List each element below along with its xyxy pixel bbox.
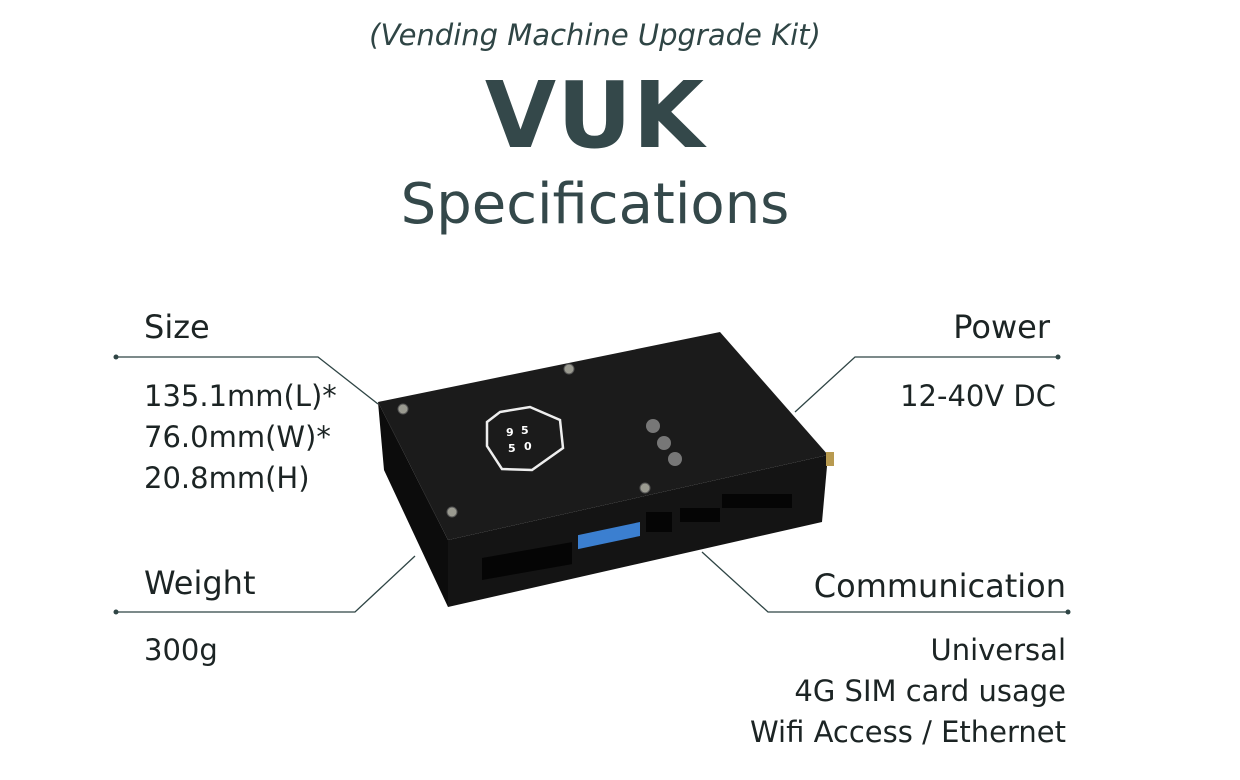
brand-title: VUK	[484, 62, 706, 169]
svg-text:9: 9	[506, 426, 514, 439]
power-label: Power	[953, 308, 1050, 346]
leader-lines	[116, 356, 1068, 613]
size-label: Size	[144, 308, 210, 346]
page-title: Specifications	[400, 172, 790, 237]
weight-label: Weight	[144, 564, 256, 602]
subtitle: (Vending Machine Upgrade Kit)	[369, 18, 821, 52]
power-value: 12-40V DC	[900, 379, 1056, 413]
weight-value: 300g	[144, 633, 218, 667]
size-values: 135.1mm(L)* 76.0mm(W)* 20.8mm(H)	[144, 376, 337, 499]
svg-text:0: 0	[524, 440, 532, 453]
svg-text:5: 5	[521, 424, 529, 437]
communication-label: Communication	[813, 567, 1066, 605]
communication-values: Universal 4G SIM card usage Wifi Access …	[750, 630, 1066, 753]
size-length: 135.1mm(L)*	[144, 379, 337, 413]
svg-text:5: 5	[508, 442, 516, 455]
logo-icon	[485, 405, 565, 472]
communication-universal: Universal	[930, 633, 1066, 667]
size-height: 20.8mm(H)	[144, 461, 310, 495]
size-width: 76.0mm(W)*	[144, 420, 331, 454]
communication-4g: 4G SIM card usage	[794, 674, 1066, 708]
communication-wifi: Wifi Access / Ethernet	[750, 715, 1066, 749]
